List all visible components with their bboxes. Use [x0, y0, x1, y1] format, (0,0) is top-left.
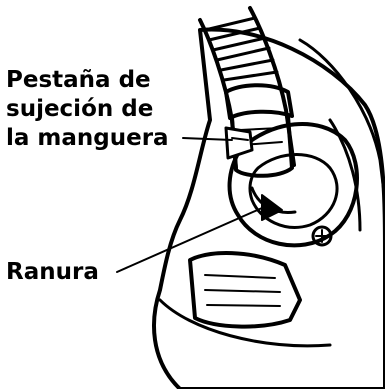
connector-recess [227, 122, 359, 248]
hose-tab-callout: Pestaña de sujeción de la manguera [6, 66, 169, 153]
hose-tab-callout-line-1: Pestaña de [6, 67, 151, 93]
connector-recess-inner [248, 153, 339, 229]
slot-callout: Ranura [6, 258, 99, 287]
cleaner-body-outline [152, 27, 385, 389]
hose-tab-callout-line-2: sujeción de [6, 96, 154, 122]
tab-leader-line [182, 137, 233, 141]
slot-callout-label: Ranura [6, 259, 99, 285]
front-intake [188, 251, 302, 329]
hose-collar [224, 83, 294, 120]
cleaner-body-inner-curve [298, 38, 385, 202]
front-lip [158, 298, 332, 348]
slot-shape [261, 194, 283, 221]
hose-tab [224, 126, 254, 160]
hose-corrugations [203, 16, 279, 82]
hose-connector [230, 114, 294, 178]
hose-tab-callout-line-3: la manguera [6, 125, 169, 151]
slot-rim [250, 186, 297, 215]
screw [311, 225, 333, 247]
slot-leader-line [116, 207, 263, 273]
cleaner-body-ridge [328, 118, 362, 232]
